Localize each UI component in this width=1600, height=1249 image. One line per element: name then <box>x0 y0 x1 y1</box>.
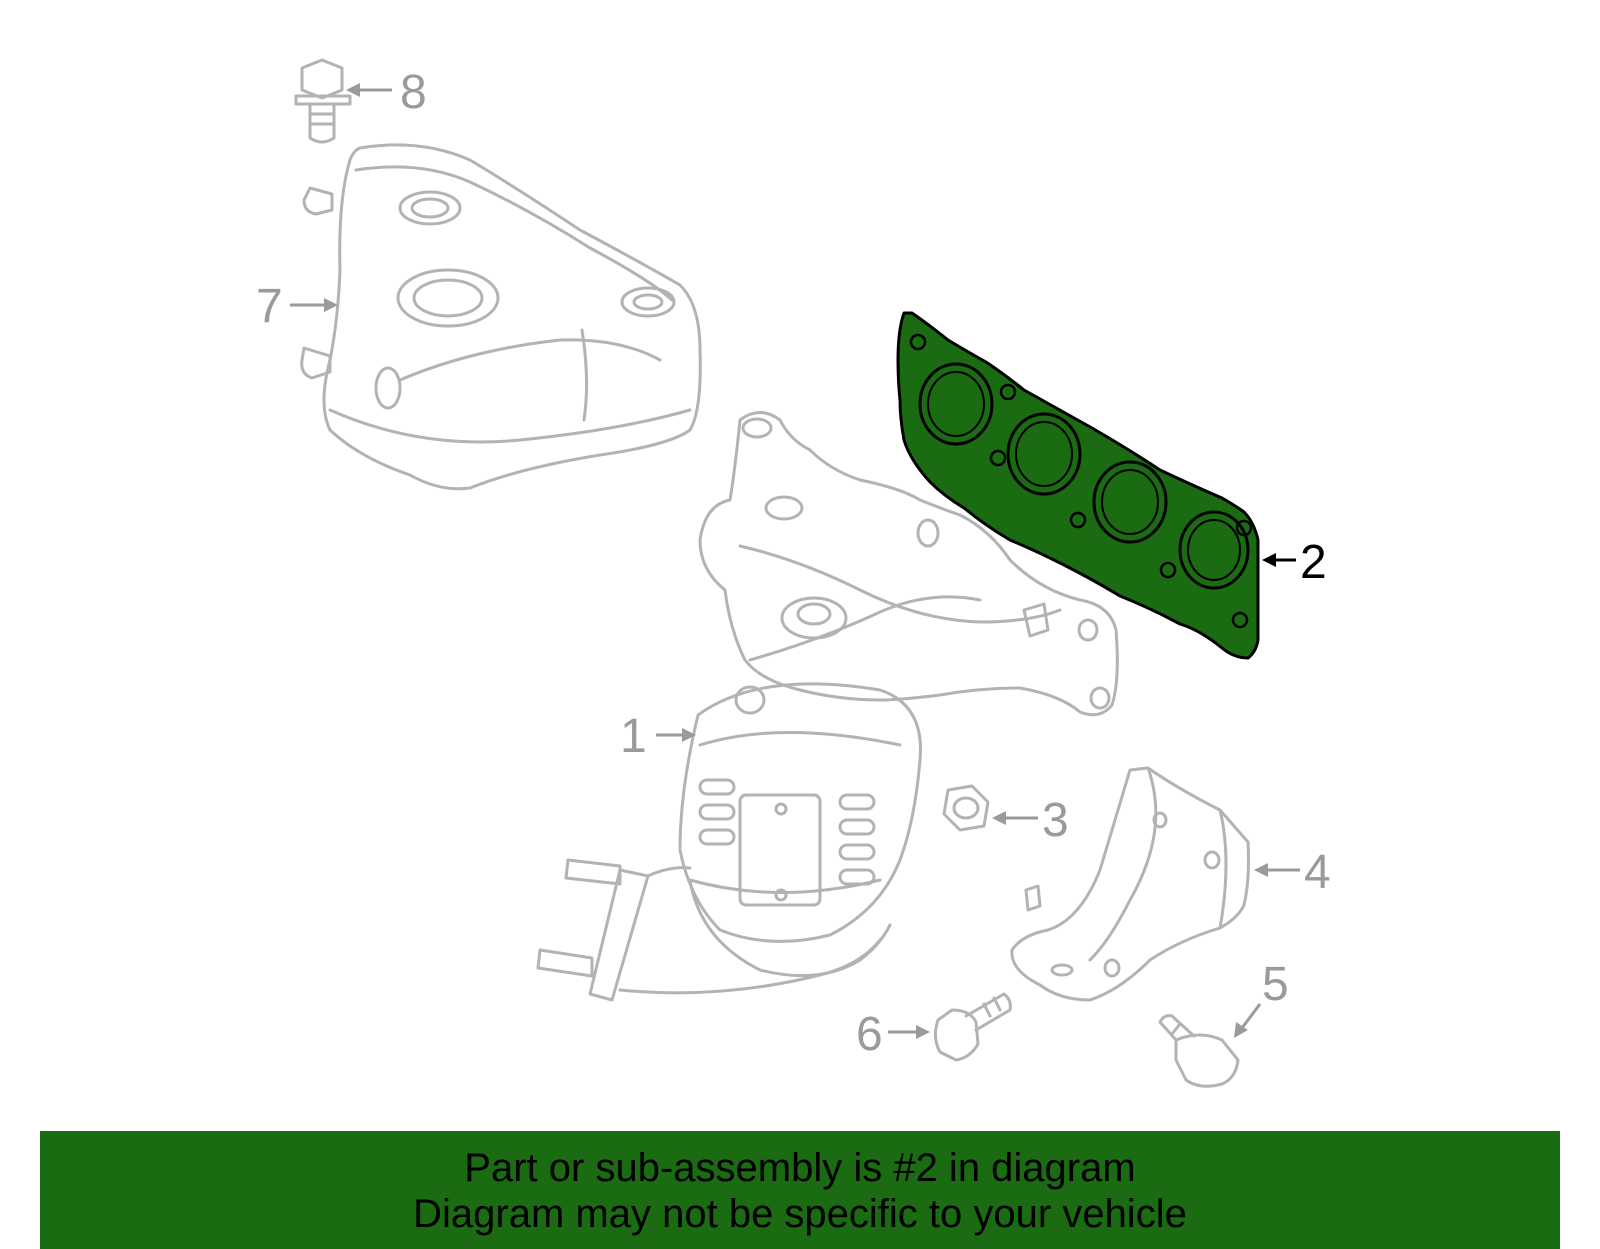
callout-7: 7 <box>256 280 283 333</box>
parts-diagram: 8 7 2 1 3 4 5 6 <box>256 58 1331 1088</box>
callout-6: 6 <box>856 1008 883 1061</box>
banner-line-part: Part or sub-assembly is #2 in diagram <box>464 1146 1136 1190</box>
part-1-exhaust-manifold[interactable] <box>536 411 1119 1002</box>
part-3-nut[interactable] <box>942 784 990 832</box>
callout-8: 8 <box>400 66 427 119</box>
callout-2: 2 <box>1300 536 1327 589</box>
callout-1: 1 <box>620 710 647 763</box>
callout-labels: 8 7 2 1 3 4 5 6 <box>256 66 1331 1061</box>
part-5-bolt[interactable] <box>1158 1014 1240 1088</box>
notice-banner: Part or sub-assembly is #2 in diagram Di… <box>40 1131 1560 1249</box>
part-7-heat-shield[interactable] <box>300 143 702 491</box>
callout-5: 5 <box>1262 958 1289 1011</box>
callout-arrows <box>290 83 1300 1039</box>
part-4-bracket[interactable] <box>1010 766 1250 1002</box>
part-6-bolt[interactable] <box>933 992 1012 1062</box>
part-8-bolt[interactable] <box>294 58 352 144</box>
banner-line-disclaimer: Diagram may not be specific to your vehi… <box>413 1192 1187 1236</box>
callout-3: 3 <box>1042 794 1069 847</box>
part-2-gasket[interactable] <box>896 311 1260 660</box>
callout-4: 4 <box>1304 846 1331 899</box>
